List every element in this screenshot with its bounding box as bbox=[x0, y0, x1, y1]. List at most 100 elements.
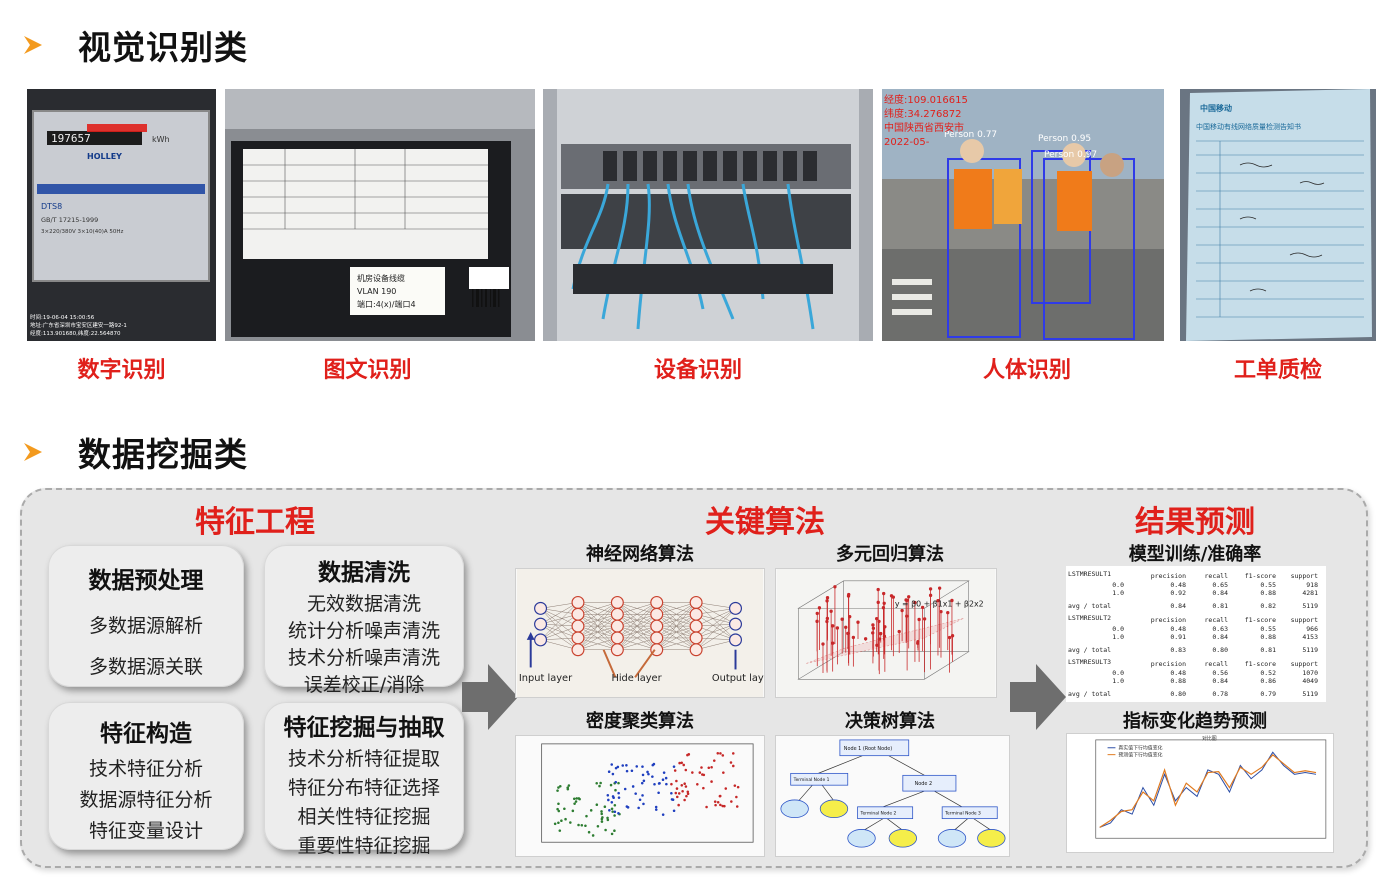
cluster-point bbox=[557, 809, 561, 813]
photo-text-recognition: 机房设备线缆 VLAN 190 端口:4(x)/端口4 bbox=[225, 89, 535, 341]
cluster-point bbox=[654, 808, 658, 811]
note-line-2: VLAN 190 bbox=[357, 287, 396, 296]
regression-point bbox=[889, 594, 894, 598]
regression-point bbox=[817, 606, 822, 610]
cluster-point bbox=[682, 763, 686, 767]
report-cell: 0.55 bbox=[1260, 625, 1276, 633]
report-cell: 0.48 bbox=[1170, 625, 1186, 633]
regression-point bbox=[905, 598, 909, 602]
report-cell: 0.0 bbox=[1112, 669, 1124, 677]
cluster-point bbox=[573, 802, 576, 805]
cluster-point bbox=[621, 764, 625, 767]
cluster-point bbox=[691, 771, 694, 774]
card-feature-mining: 特征挖掘与抽取 技术分析特征提取 特征分布特征选择 相关性特征挖掘 重要性特征挖… bbox=[264, 702, 464, 857]
person-place: 中国陕西省西安市 bbox=[884, 121, 964, 134]
cluster-point bbox=[733, 784, 737, 787]
regression-point bbox=[946, 610, 950, 615]
cluster-point bbox=[653, 782, 656, 786]
regression-point bbox=[851, 635, 856, 640]
cluster-point bbox=[736, 785, 740, 789]
regression-point bbox=[883, 625, 887, 629]
cluster-point bbox=[600, 817, 604, 821]
regression-point bbox=[897, 629, 901, 634]
regression-point bbox=[922, 617, 927, 621]
meter-rating-text: 3×220/380V 3×10(40)A 50Hz bbox=[41, 229, 124, 235]
nn-neuron bbox=[610, 643, 624, 657]
cluster-point bbox=[614, 766, 618, 770]
cluster-point bbox=[625, 764, 628, 767]
cluster-point bbox=[640, 781, 644, 785]
cluster-point bbox=[637, 806, 640, 810]
report-name: LSTMRESULT2 bbox=[1068, 614, 1111, 622]
report-cell: 0.48 bbox=[1170, 669, 1186, 677]
nn-neuron bbox=[610, 595, 624, 609]
report-cell: 0.88 bbox=[1170, 677, 1186, 685]
cluster-point bbox=[680, 761, 683, 765]
cluster-point bbox=[613, 810, 617, 814]
nn-neuron bbox=[571, 607, 585, 621]
card-data-cleaning: 数据清洗 无效数据清洗 统计分析噪声清洗 技术分析噪声清洗 误差校正/消除 bbox=[264, 545, 464, 696]
cluster-point bbox=[658, 782, 661, 785]
meter-model-text: DTS8 bbox=[41, 202, 62, 211]
cluster-point bbox=[600, 812, 603, 816]
cluster-point bbox=[580, 823, 584, 827]
cluster-point bbox=[614, 788, 617, 792]
cluster-point bbox=[683, 798, 686, 802]
cluster-point bbox=[610, 832, 614, 836]
regression-point bbox=[877, 637, 881, 641]
nn-neuron bbox=[571, 595, 585, 609]
nn-neuron bbox=[610, 631, 624, 645]
cluster-point bbox=[698, 771, 702, 774]
nn-neuron bbox=[650, 631, 664, 645]
report-cell: 0.88 bbox=[1260, 589, 1276, 597]
cluster-point bbox=[735, 795, 738, 799]
cluster-point bbox=[617, 781, 620, 785]
report-avg-cell: 0.83 bbox=[1170, 646, 1186, 654]
report-name: LSTMRESULT3 bbox=[1068, 658, 1111, 666]
cluster-point bbox=[674, 791, 678, 795]
cluster-point bbox=[710, 765, 713, 769]
report-header: f1-score bbox=[1245, 572, 1276, 580]
cluster-point bbox=[634, 792, 637, 795]
cluster-point bbox=[684, 768, 688, 772]
regression-point bbox=[879, 631, 883, 636]
cluster-point bbox=[670, 782, 673, 786]
cluster-point bbox=[603, 805, 607, 808]
report-header: recall bbox=[1205, 616, 1229, 624]
person-label-2: Person 0.95 bbox=[1038, 134, 1091, 144]
cluster-point bbox=[571, 809, 575, 813]
cluster-point bbox=[670, 791, 673, 795]
section-header-datamining: 数据挖掘类 bbox=[22, 430, 248, 474]
person-coord-1: 经度:109.016615 bbox=[884, 93, 968, 106]
report-cell: 0.92 bbox=[1170, 589, 1186, 597]
report-avg-cell: 0.81 bbox=[1212, 602, 1228, 610]
report-avg-cell: 5119 bbox=[1302, 690, 1318, 698]
tree-node-label: Terminal Node 1 bbox=[793, 777, 830, 783]
regression-point bbox=[844, 625, 848, 629]
cluster-point bbox=[560, 819, 563, 822]
cluster-point bbox=[559, 784, 562, 788]
meter-display-text: 197657 bbox=[51, 132, 91, 145]
report-header: recall bbox=[1205, 572, 1229, 580]
cluster-point bbox=[569, 821, 572, 824]
nn-neuron bbox=[650, 595, 664, 609]
cluster-point bbox=[608, 809, 611, 812]
cluster-point bbox=[723, 804, 726, 808]
report-header: f1-score bbox=[1245, 660, 1276, 668]
cluster-point bbox=[713, 800, 717, 803]
flow-arrow-icon bbox=[1010, 664, 1066, 730]
cluster-point bbox=[642, 802, 645, 806]
cluster-point bbox=[730, 800, 733, 803]
trend-chart: 对比图 真实值下行均值变化 预测值下行均值变化 bbox=[1066, 733, 1334, 853]
meter-unit-text: kWh bbox=[152, 135, 170, 144]
form-title: 中国移动有线网络质量检测告知书 bbox=[1196, 122, 1301, 131]
nn-neuron bbox=[534, 617, 548, 631]
report-cell: 0.0 bbox=[1112, 581, 1124, 589]
tree-node-label: Terminal Node 3 bbox=[944, 811, 981, 817]
chevron-right-icon bbox=[24, 36, 42, 54]
report-avg-cell: 5119 bbox=[1302, 646, 1318, 654]
cluster-point bbox=[638, 798, 642, 802]
regression-point bbox=[863, 637, 868, 641]
meter-stamp-time: 时间:19-06-04 15:00:56 bbox=[30, 313, 95, 321]
report-avg-cell: 0.81 bbox=[1260, 646, 1276, 654]
